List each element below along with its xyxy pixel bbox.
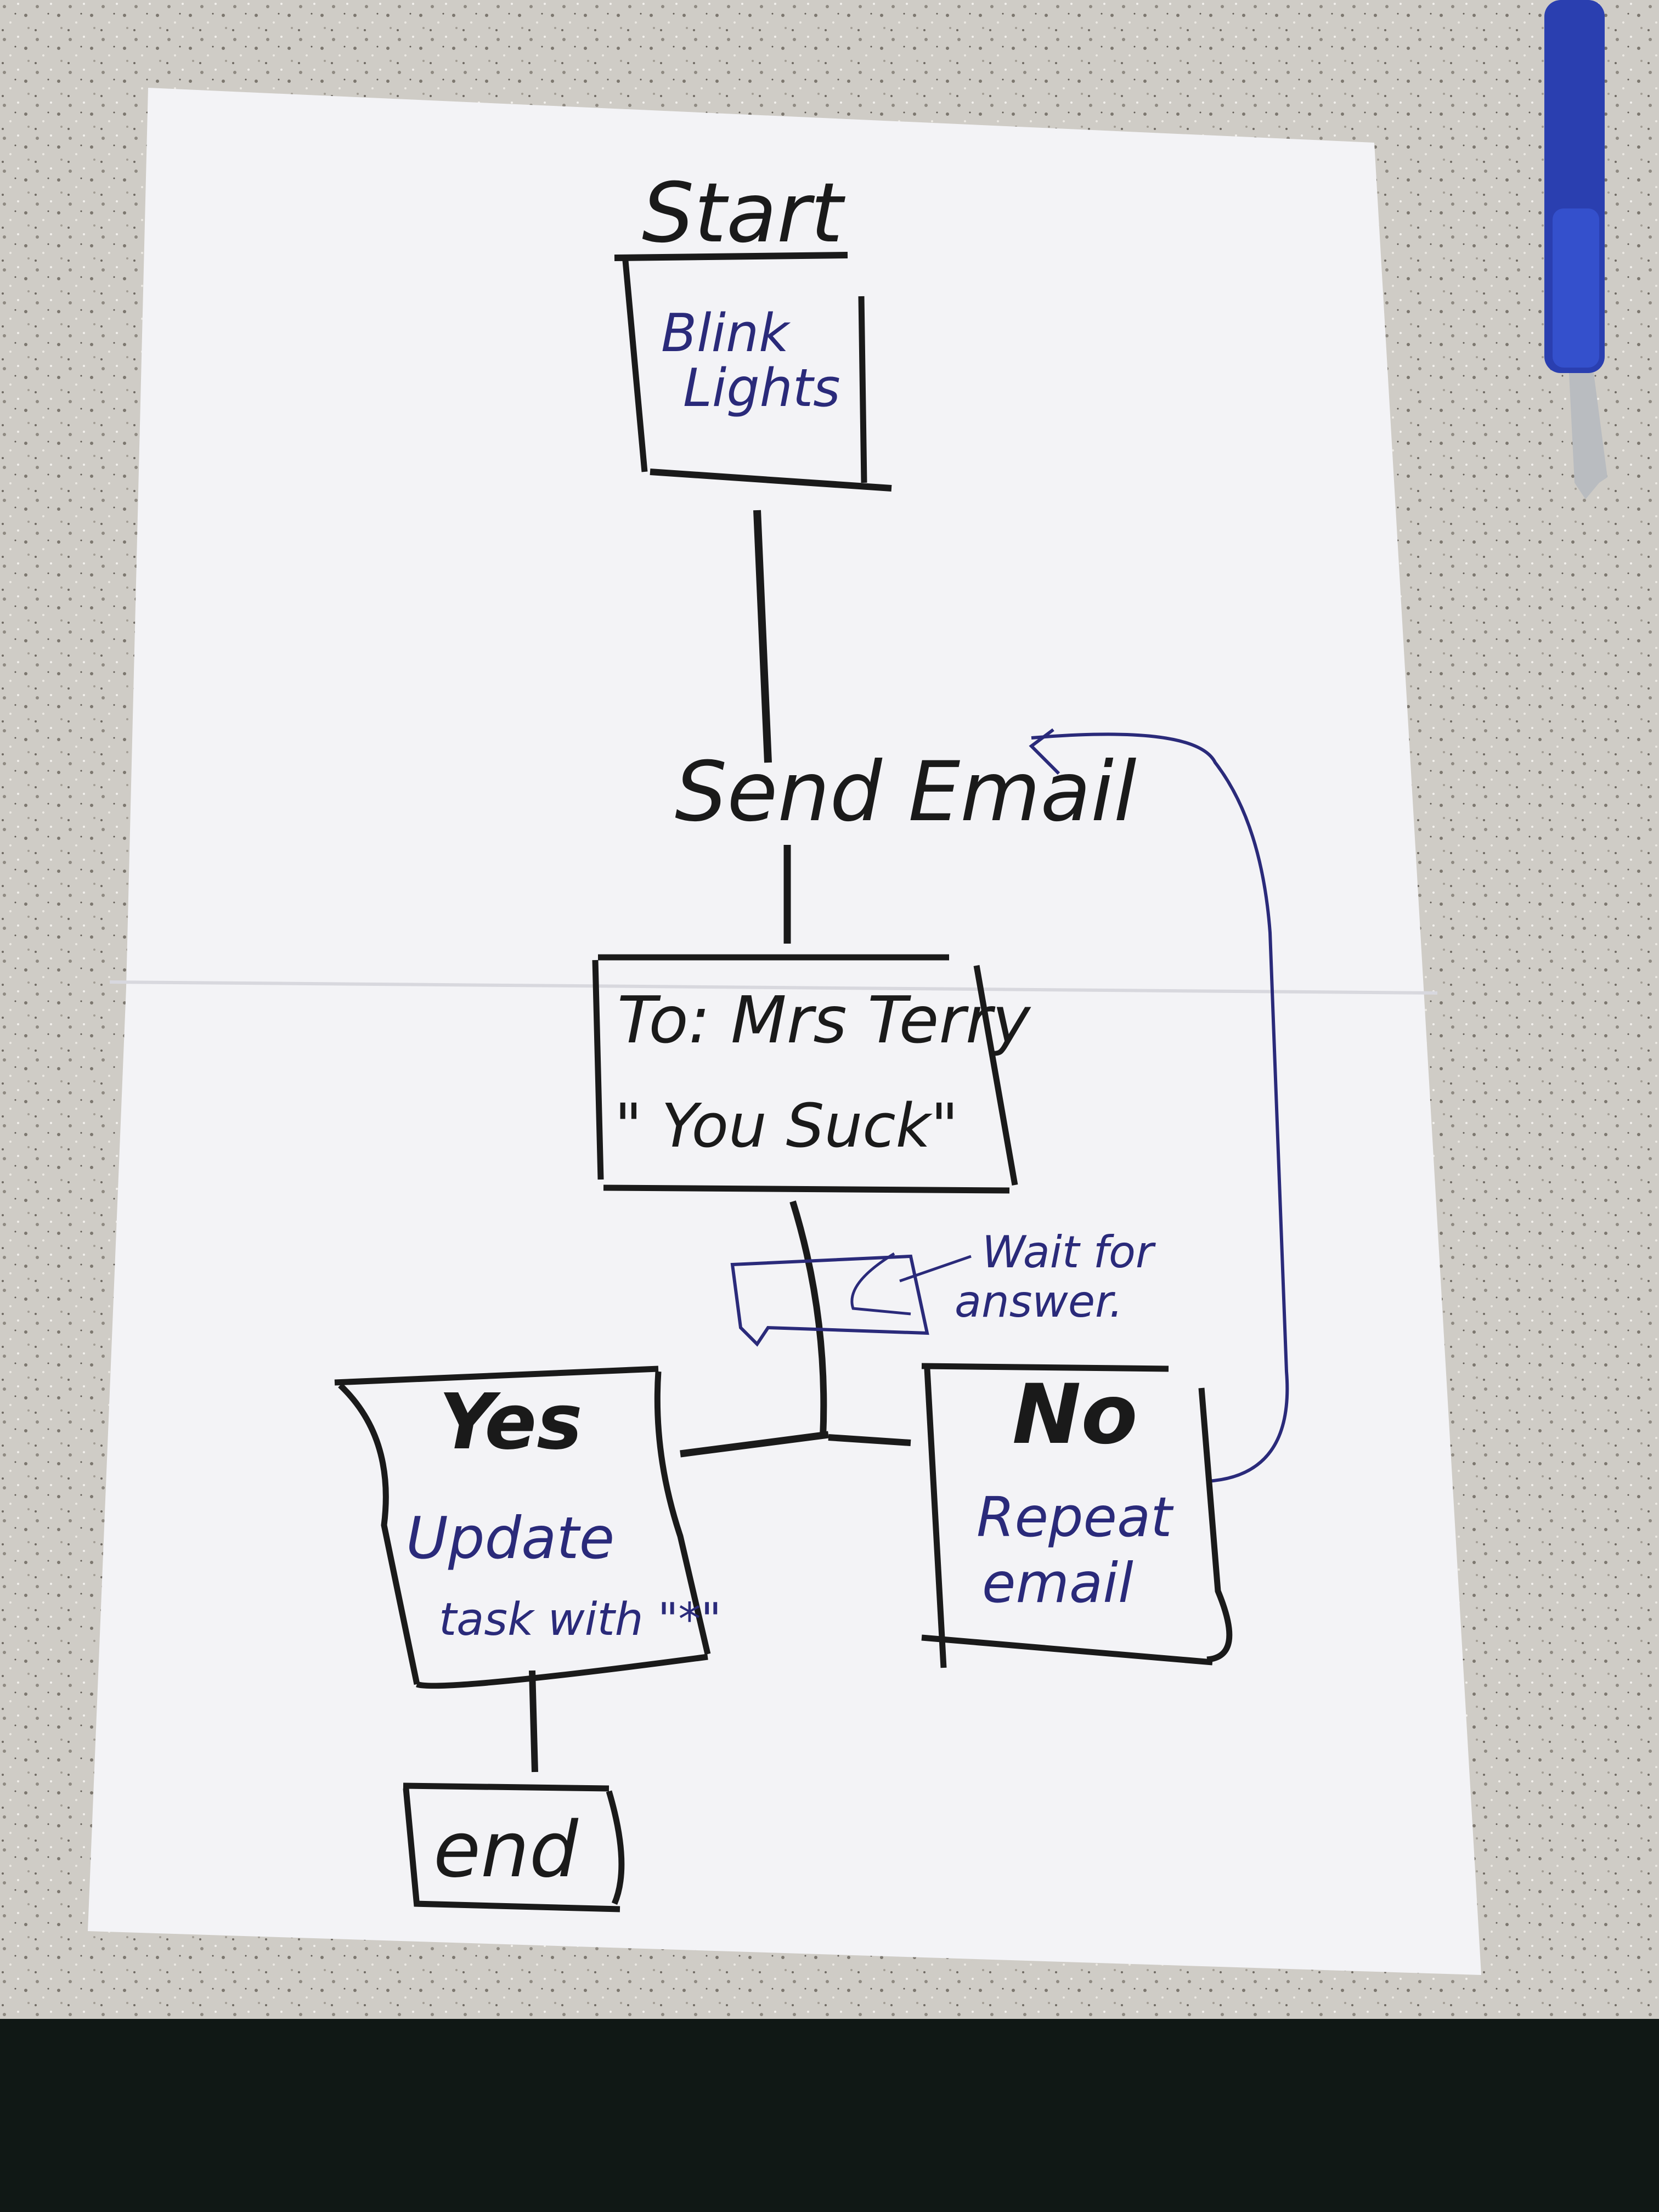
branch-to-yes [680, 1431, 829, 1458]
start-box-right [858, 296, 867, 483]
email-box-left [592, 960, 604, 1180]
wait-note-line-2: answer. [955, 1276, 1123, 1327]
yes-title: Yes [439, 1378, 583, 1467]
wait-pointer-shape [850, 1252, 911, 1316]
no-box [921, 1363, 1233, 1668]
yes-box-left [338, 1383, 420, 1685]
email-box-right [973, 965, 1018, 1186]
end-label: end [433, 1805, 579, 1895]
connector-start-send [753, 510, 772, 763]
fold-line [109, 980, 1438, 995]
pen-tip [1569, 373, 1607, 499]
end-box [403, 1782, 625, 1912]
email-message: " You Suck" [614, 1091, 958, 1161]
end-box-top [403, 1782, 610, 1792]
start-label: Start [642, 166, 846, 261]
floor [0, 2019, 1659, 2212]
no-box-top [921, 1363, 1169, 1372]
end-box-right [606, 1790, 625, 1905]
yes-body-line-1: Update [406, 1505, 614, 1572]
branch-to-no [828, 1434, 911, 1446]
blink-lights-line-2: Lights [683, 358, 840, 419]
loop-arrowhead [1029, 728, 1060, 775]
pen [1544, 0, 1607, 499]
no-body-line-2: email [982, 1551, 1133, 1615]
email-to-line: To: Mrs Terry [617, 982, 1031, 1058]
end-box-left [403, 1788, 420, 1907]
start-box-top [614, 252, 848, 261]
no-body-line-1: Repeat [977, 1485, 1174, 1549]
wait-pointer-line [899, 1255, 972, 1283]
no-box-bottom [921, 1634, 1213, 1666]
yes-body-line-2: task with "*" [439, 1594, 721, 1646]
paper-sheet [88, 88, 1481, 1975]
connector-email-split [789, 1200, 827, 1438]
wait-note-line-1: Wait for [982, 1227, 1156, 1278]
start-box-left [622, 260, 648, 472]
yes-box-top [334, 1365, 659, 1386]
blink-lights-line-1: Blink [661, 303, 791, 364]
send-email-label: Send Email [675, 744, 1137, 840]
yes-box-right [654, 1371, 711, 1655]
start-box-bottom [650, 469, 892, 492]
email-box-bottom [603, 1184, 1010, 1194]
connector-yes-end [529, 1670, 538, 1773]
loop-back-arrow [1031, 732, 1289, 1483]
email-box [592, 954, 1018, 1194]
no-box-left [924, 1368, 947, 1668]
end-box-bottom [414, 1900, 620, 1912]
pen-grip [1553, 208, 1599, 368]
yes-box-bottom [416, 1654, 708, 1689]
wait-bubble [730, 1254, 929, 1347]
yes-box [334, 1365, 711, 1689]
no-box-right [1198, 1387, 1233, 1663]
no-title: No [1012, 1367, 1138, 1463]
start-node [614, 252, 892, 492]
